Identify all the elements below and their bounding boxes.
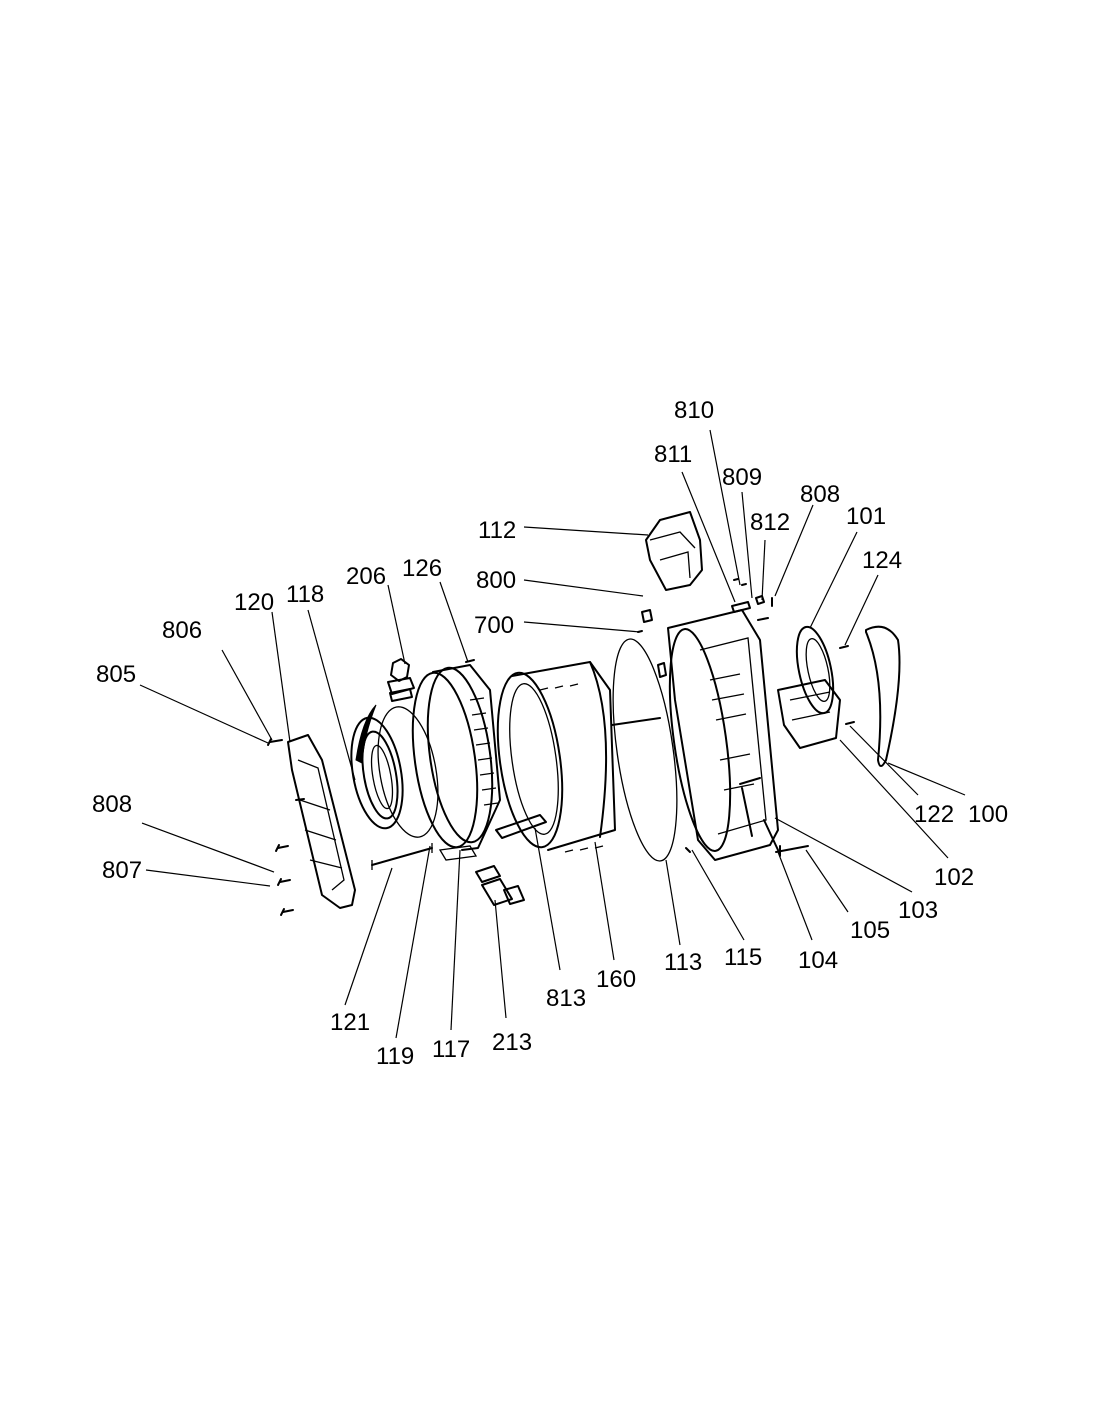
callout-117: 117 — [432, 1036, 470, 1063]
part-117-front-tub — [411, 664, 501, 861]
part-104-105-dampers — [739, 777, 809, 857]
callout-812: 812 — [750, 509, 790, 536]
callout-120: 120 — [234, 589, 274, 616]
callout-206: 206 — [346, 563, 386, 590]
part-122-screw — [845, 721, 855, 725]
part-206-fitting — [387, 658, 415, 702]
callout-115: 115 — [724, 944, 762, 971]
callout-800: 800 — [476, 567, 516, 594]
part-121-rod — [371, 843, 433, 870]
part-120-front-panel — [287, 734, 356, 909]
callout-213: 213 — [492, 1029, 532, 1056]
part-101-bearing-housing — [795, 625, 835, 715]
callout-100: 100 — [968, 801, 1008, 828]
part-119-clamp-ring — [377, 706, 439, 838]
callout-805: 805 — [96, 661, 136, 688]
callout-809: 809 — [722, 464, 762, 491]
callout-124: 124 — [862, 547, 902, 574]
part-103-rear-tub — [667, 609, 779, 861]
callout-160: 160 — [596, 966, 636, 993]
callout-labels: 810 811 809 808 812 101 112 124 206 126 … — [92, 397, 1008, 1070]
small-fasteners — [637, 609, 691, 853]
part-102-motor-bracket — [777, 679, 841, 749]
callout-807: 807 — [102, 857, 142, 884]
callout-811: 811 — [654, 441, 692, 468]
callout-808-left: 808 — [92, 791, 132, 818]
callout-810: 810 — [674, 397, 714, 424]
callout-101: 101 — [846, 503, 886, 530]
callout-104: 104 — [798, 947, 838, 974]
small-hardware-top — [731, 578, 773, 621]
callout-126: 126 — [402, 555, 442, 582]
part-813-heater — [495, 814, 547, 839]
callout-113: 113 — [664, 949, 702, 976]
callout-806: 806 — [162, 617, 202, 644]
callout-105: 105 — [850, 917, 890, 944]
part-112-bracket — [645, 511, 703, 591]
screws-left — [267, 738, 305, 916]
part-100-belt — [865, 625, 901, 767]
callout-121: 121 — [330, 1009, 370, 1036]
leader-lines — [139, 429, 966, 1039]
callout-808-top: 808 — [800, 481, 840, 508]
part-113-gasket — [612, 638, 678, 862]
callout-112: 112 — [478, 517, 516, 544]
callout-102: 102 — [934, 864, 974, 891]
callout-118: 118 — [286, 581, 324, 608]
part-118-bellows — [350, 704, 404, 830]
callout-813: 813 — [546, 985, 586, 1012]
part-160-drum — [496, 661, 661, 853]
callout-700: 700 — [474, 612, 514, 639]
part-124-pin — [839, 645, 849, 649]
callout-103: 103 — [898, 897, 938, 924]
callout-119: 119 — [376, 1043, 414, 1070]
part-213-connector — [475, 865, 525, 906]
callout-122: 122 — [914, 801, 954, 828]
